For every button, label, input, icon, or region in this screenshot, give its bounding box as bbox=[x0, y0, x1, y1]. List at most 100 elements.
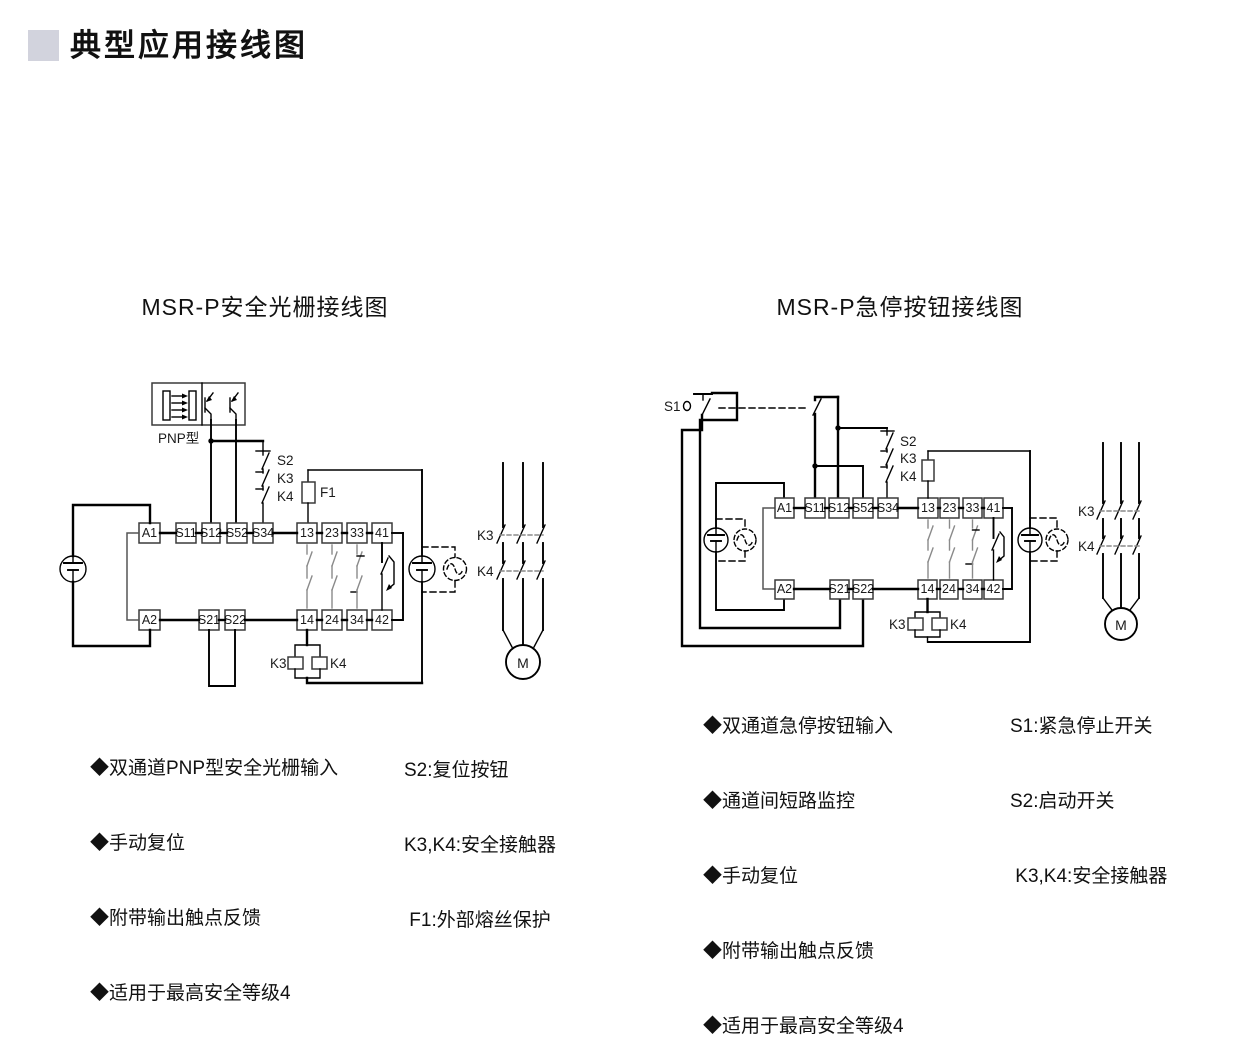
section-marker-square bbox=[28, 30, 59, 61]
no-contact-33-34 bbox=[965, 519, 980, 579]
terminal: 41 bbox=[987, 501, 1001, 515]
left-diagram-title: MSR-P安全光栅接线图 bbox=[141, 294, 389, 320]
contactor-coils: K3 K4 bbox=[270, 628, 424, 685]
coil-label: K3 bbox=[270, 656, 287, 671]
terminal-row-top: A1 S11 S12 S52 S34 13 23 33 41 bbox=[138, 522, 404, 544]
nc-contact-41-42 bbox=[380, 542, 395, 611]
feature-item: ◆通道间短路监控 bbox=[703, 791, 856, 812]
datasheet-page: { "header": { "title": "典型应用接线图" }, "lef… bbox=[28, 28, 1168, 1037]
reset-jumper bbox=[208, 629, 236, 687]
terminal: S52 bbox=[852, 501, 874, 515]
right-legend: S1:紧急停止开关 S2:启动开关 K3,K4:安全接触器 bbox=[1010, 664, 1167, 914]
legend-item: S2:复位按钮 bbox=[404, 760, 509, 781]
terminal: 41 bbox=[375, 526, 389, 540]
contactor-coils: K3 K4 bbox=[889, 597, 967, 643]
wiring-diagrams-canvas: PNP型 S2 K3 K4 bbox=[59, 382, 1142, 687]
motor-branch: K3 K4 M bbox=[477, 462, 546, 680]
pnp-transistor-icon bbox=[204, 392, 214, 421]
terminal: 34 bbox=[350, 613, 364, 627]
terminal: S11 bbox=[804, 501, 825, 515]
light-curtain-diagram: PNP型 S2 K3 K4 bbox=[59, 382, 546, 687]
feature-item: ◆双通道PNP型安全光栅输入 bbox=[90, 758, 339, 779]
terminal-row-top: A1 S11 S12 S52 S34 13 23 33 41 bbox=[774, 497, 1013, 519]
terminal: S22 bbox=[224, 613, 246, 627]
estop-switch-icon: S1 bbox=[664, 391, 865, 648]
left-legend: S2:复位按钮 K3,K4:安全接触器 F1:外部熔丝保护 bbox=[404, 708, 556, 958]
terminal: A2 bbox=[777, 582, 792, 596]
motor-label: M bbox=[517, 655, 529, 671]
feature-item: ◆手动复位 bbox=[90, 833, 186, 854]
left-feature-list: ◆双通道PNP型安全光栅输入 ◆手动复位 ◆附带输出触点反馈 ◆适用于最高安全等… bbox=[90, 706, 338, 1031]
terminal-row-bottom: A2 S21 S22 14 24 34 42 bbox=[126, 532, 404, 631]
legend-item: S2:启动开关 bbox=[1010, 791, 1115, 812]
motor-label: M bbox=[1115, 617, 1127, 633]
estop-label: S1 bbox=[664, 399, 681, 414]
estop-diagram: S1 bbox=[664, 391, 1142, 648]
terminal: 13 bbox=[300, 526, 314, 540]
terminal: 23 bbox=[943, 501, 957, 515]
feature-item: ◆适用于最高安全等级4 bbox=[90, 983, 291, 1004]
terminal: 24 bbox=[325, 613, 339, 627]
terminal: S12 bbox=[200, 526, 222, 540]
terminal: 13 bbox=[921, 501, 935, 515]
no-contact-13-14 bbox=[306, 544, 313, 609]
fuse-f1: F1 bbox=[301, 469, 423, 524]
output-supply bbox=[927, 450, 1069, 643]
terminal: 34 bbox=[966, 582, 980, 596]
light-curtain-sensor-icon: PNP型 bbox=[151, 382, 246, 446]
feature-item: ◆适用于最高安全等级4 bbox=[703, 1016, 904, 1037]
ac-supply-alt-icon bbox=[715, 518, 757, 562]
output-contacts bbox=[306, 542, 395, 611]
reset-button-label: S2 bbox=[900, 434, 917, 449]
feature-item: ◆附带输出触点反馈 bbox=[90, 908, 262, 929]
light-beam-arrows-icon bbox=[171, 393, 188, 420]
reset-chain: S2 K3 K4 bbox=[255, 440, 294, 524]
coil-label: K4 bbox=[950, 617, 967, 632]
terminal: S11 bbox=[175, 526, 196, 540]
terminal: 24 bbox=[942, 582, 956, 596]
legend-item: F1:外部熔丝保护 bbox=[404, 910, 551, 931]
no-contact-13-14 bbox=[927, 519, 934, 579]
terminal: A1 bbox=[142, 526, 157, 540]
sensor-leads bbox=[208, 419, 265, 524]
output-supply bbox=[408, 469, 468, 684]
channel-wires bbox=[812, 395, 888, 500]
pnp-transistor-icon bbox=[229, 392, 239, 421]
fuse-label: F1 bbox=[320, 485, 336, 500]
no-contact-33-34 bbox=[350, 544, 365, 609]
terminal: S52 bbox=[226, 526, 248, 540]
terminal-row-bottom: A2 S21 S22 14 24 34 42 bbox=[774, 507, 1013, 600]
right-feature-list: ◆双通道急停按钮输入 ◆通道间短路监控 ◆手动复位 ◆附带输出触点反馈 ◆适用于… bbox=[703, 664, 904, 1064]
legend-item: K3,K4:安全接触器 bbox=[404, 835, 557, 856]
terminal: 14 bbox=[921, 582, 935, 596]
sensor-type-label: PNP型 bbox=[158, 431, 199, 446]
terminal: 42 bbox=[375, 613, 389, 627]
nc-contact-41-42 bbox=[991, 517, 1005, 581]
feature-item: ◆手动复位 bbox=[703, 866, 799, 887]
reset-button-label: S2 bbox=[277, 453, 294, 468]
terminal: S34 bbox=[877, 501, 899, 515]
terminal: S22 bbox=[852, 582, 874, 596]
page-title: 典型应用接线图 bbox=[70, 28, 308, 63]
terminal: S12 bbox=[828, 501, 850, 515]
fuse bbox=[921, 450, 1031, 499]
terminal: S21 bbox=[828, 582, 850, 596]
terminal: A2 bbox=[142, 613, 157, 627]
dc-supply-icon bbox=[59, 503, 152, 648]
terminal: 23 bbox=[325, 526, 339, 540]
output-contacts bbox=[927, 517, 1005, 581]
legend-item: K3,K4:安全接触器 bbox=[1010, 866, 1168, 887]
contactor-pole-label: K3 bbox=[1078, 504, 1095, 519]
terminal: 33 bbox=[966, 501, 980, 515]
contactor-pole-label: K3 bbox=[477, 528, 494, 543]
ac-supply-alt-icon bbox=[1029, 517, 1069, 562]
feature-item: ◆附带输出触点反馈 bbox=[703, 941, 875, 962]
ac-supply-alt-icon bbox=[421, 546, 468, 593]
terminal: 14 bbox=[300, 613, 314, 627]
terminal: 42 bbox=[987, 582, 1001, 596]
contactor-pole-label: K4 bbox=[477, 564, 494, 579]
right-diagram-title: MSR-P急停按钮接线图 bbox=[776, 294, 1024, 320]
terminal: 33 bbox=[350, 526, 364, 540]
contactor-nc-label: K3 bbox=[900, 451, 917, 466]
legend-item: S1:紧急停止开关 bbox=[1010, 716, 1153, 737]
